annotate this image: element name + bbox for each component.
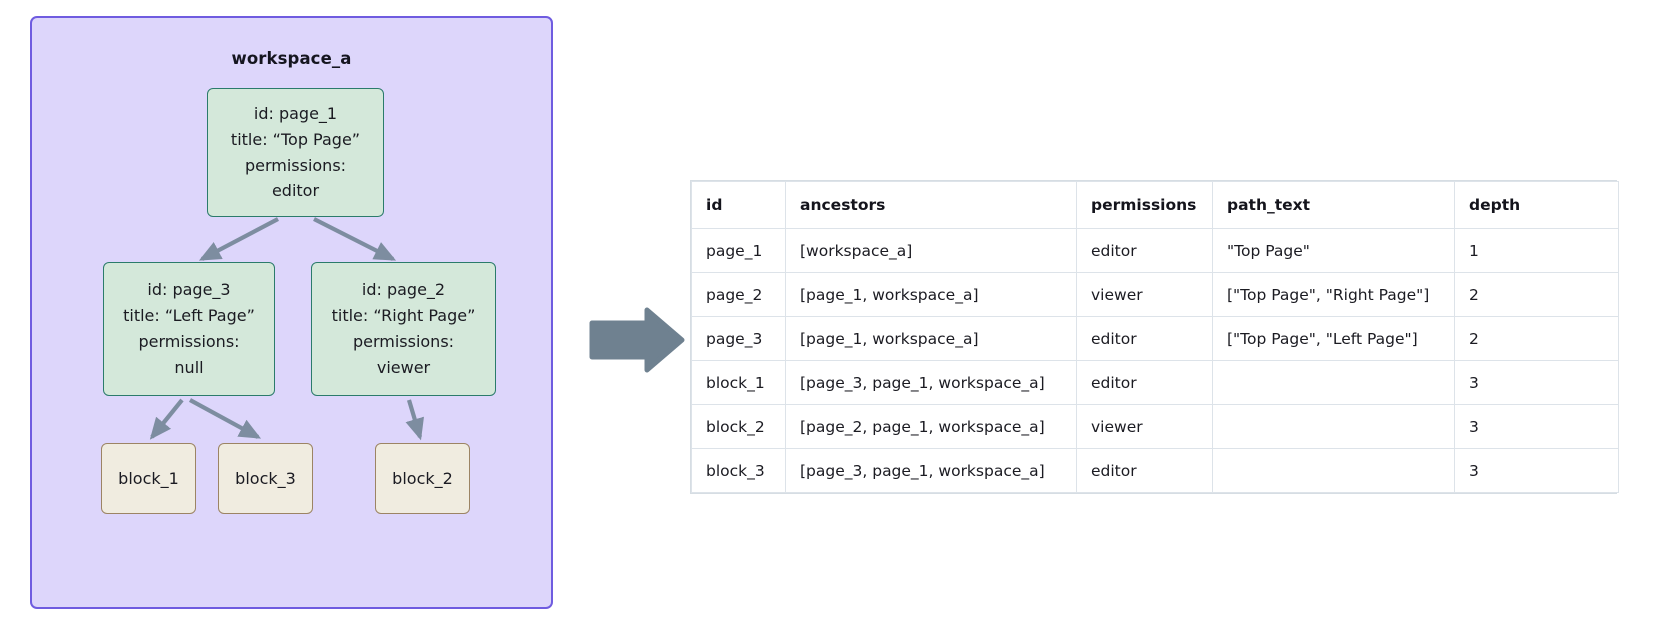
cell-id: page_2: [691, 272, 786, 317]
node-line: block_2: [392, 469, 453, 488]
node-line: title: “Right Page”: [331, 306, 476, 326]
node-line: permissions:: [138, 332, 240, 351]
cell-ancestors: [page_3, page_1, workspace_a]: [785, 360, 1077, 405]
node-line: title: “Top Page”: [230, 129, 361, 149]
column-header-id: id: [691, 181, 786, 229]
transition-arrow-icon: [589, 307, 685, 373]
cell-id: page_3: [691, 316, 786, 361]
node-line: id: page_1: [253, 103, 338, 123]
cell-id: block_1: [691, 360, 786, 405]
table-header-row: id ancestors permissions path_text depth: [691, 181, 1619, 229]
node-page_3: id: page_3 title: “Left Page” permission…: [103, 262, 275, 396]
cell-id: page_1: [691, 228, 786, 273]
node-line: block_3: [235, 469, 296, 488]
column-header-ancestors: ancestors: [785, 181, 1077, 229]
node-line: block_1: [118, 469, 179, 488]
node-line: title: “Left Page”: [123, 306, 255, 326]
cell-ancestors: [page_2, page_1, workspace_a]: [785, 404, 1077, 449]
cell-depth: 3: [1454, 360, 1619, 405]
cell-ancestors: [page_3, page_1, workspace_a]: [785, 448, 1077, 493]
node-line: viewer: [376, 357, 431, 377]
node-page_2: id: page_2 title: “Right Page” permissio…: [311, 262, 496, 396]
cell-ancestors: [page_1, workspace_a]: [785, 272, 1077, 317]
cell-ancestors: [page_1, workspace_a]: [785, 316, 1077, 361]
cell-depth: 2: [1454, 316, 1619, 361]
cell-id: block_2: [691, 404, 786, 449]
cell-path_text: "Top Page": [1212, 228, 1455, 273]
node-line: editor: [271, 181, 320, 201]
cell-path_text: ["Top Page", "Left Page"]: [1212, 316, 1455, 361]
cell-depth: 2: [1454, 272, 1619, 317]
cell-id: block_3: [691, 448, 786, 493]
node-line: id: page_2: [361, 280, 446, 300]
column-header-permissions: permissions: [1076, 181, 1213, 229]
node-line: null: [174, 357, 204, 377]
cell-depth: 3: [1454, 404, 1619, 449]
result-table: id ancestors permissions path_text depth…: [690, 180, 1619, 494]
cell-ancestors: [workspace_a]: [785, 228, 1077, 273]
cell-permissions: editor: [1076, 228, 1213, 273]
node-line: id: page_3: [147, 280, 231, 300]
cell-permissions: viewer: [1076, 272, 1213, 317]
node-block_1: block_1: [101, 443, 196, 514]
table-row: page_1 [workspace_a] editor "Top Page" 1: [691, 228, 1619, 273]
cell-path_text: [1212, 404, 1455, 449]
cell-permissions: editor: [1076, 316, 1213, 361]
node-line: permissions:: [352, 332, 455, 351]
table-row: block_1 [page_3, page_1, workspace_a] ed…: [691, 360, 1619, 405]
workspace-title: workspace_a: [231, 49, 352, 68]
cell-path_text: [1212, 360, 1455, 405]
table-row: page_3 [page_1, workspace_a] editor ["To…: [691, 316, 1619, 361]
cell-permissions: editor: [1076, 360, 1213, 405]
cell-depth: 1: [1454, 228, 1619, 273]
column-header-depth: depth: [1454, 181, 1619, 229]
table-row: block_2 [page_2, page_1, workspace_a] vi…: [691, 404, 1619, 449]
node-block_2: block_2: [375, 443, 470, 514]
table-row: block_3 [page_3, page_1, workspace_a] ed…: [691, 448, 1619, 493]
cell-depth: 3: [1454, 448, 1619, 493]
column-header-path_text: path_text: [1212, 181, 1455, 229]
cell-permissions: viewer: [1076, 404, 1213, 449]
node-page_1: id: page_1 title: “Top Page” permissions…: [207, 88, 384, 217]
node-line: permissions:: [244, 155, 347, 175]
cell-permissions: editor: [1076, 448, 1213, 493]
node-block_3: block_3: [218, 443, 313, 514]
cell-path_text: ["Top Page", "Right Page"]: [1212, 272, 1455, 317]
cell-path_text: [1212, 448, 1455, 493]
table-row: page_2 [page_1, workspace_a] viewer ["To…: [691, 272, 1619, 317]
